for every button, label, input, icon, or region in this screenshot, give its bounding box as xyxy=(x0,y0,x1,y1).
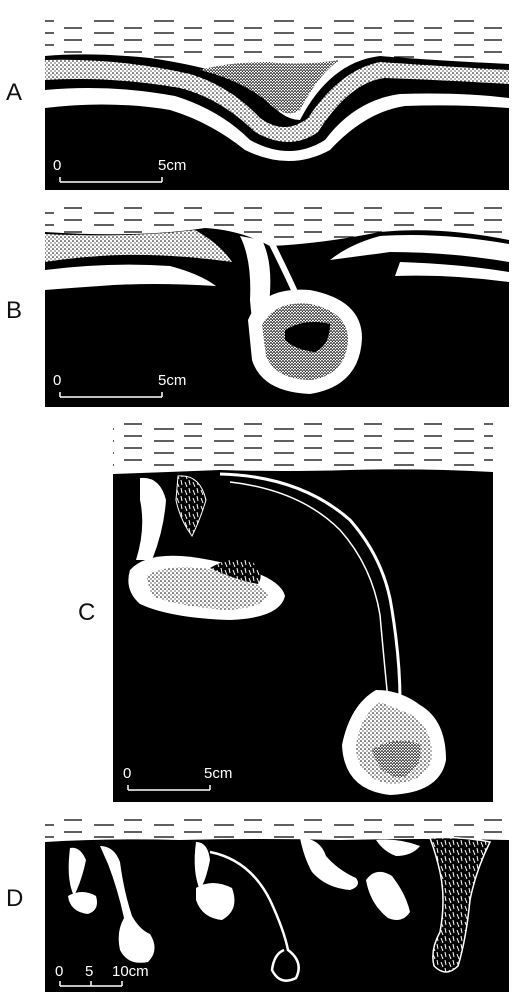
panel-d-scale-mid: 5 xyxy=(85,963,93,980)
panel-b-scale-start: 0 xyxy=(53,372,61,389)
panel-d: D 0 5 10cm xyxy=(6,816,509,992)
panel-d-label: D xyxy=(6,885,23,912)
panel-c-scale-end: 5cm xyxy=(204,765,232,782)
panel-c: C 0 5cm xyxy=(78,418,493,802)
panel-a-scale-end: 5cm xyxy=(158,157,186,174)
panel-d-scale-start: 0 xyxy=(55,963,63,980)
panel-c-scale-start: 0 xyxy=(123,765,131,782)
panel-b-scale-end: 5cm xyxy=(158,372,186,389)
panel-d-scale-end: 10cm xyxy=(112,963,149,980)
panel-a: A 0 5cm xyxy=(6,18,509,190)
panel-c-label: C xyxy=(78,599,95,626)
panel-a-scale-start: 0 xyxy=(53,157,61,174)
panel-a-label: A xyxy=(6,79,22,106)
panel-b-label: B xyxy=(6,297,22,324)
panel-b: B 0 5cm xyxy=(6,202,509,407)
